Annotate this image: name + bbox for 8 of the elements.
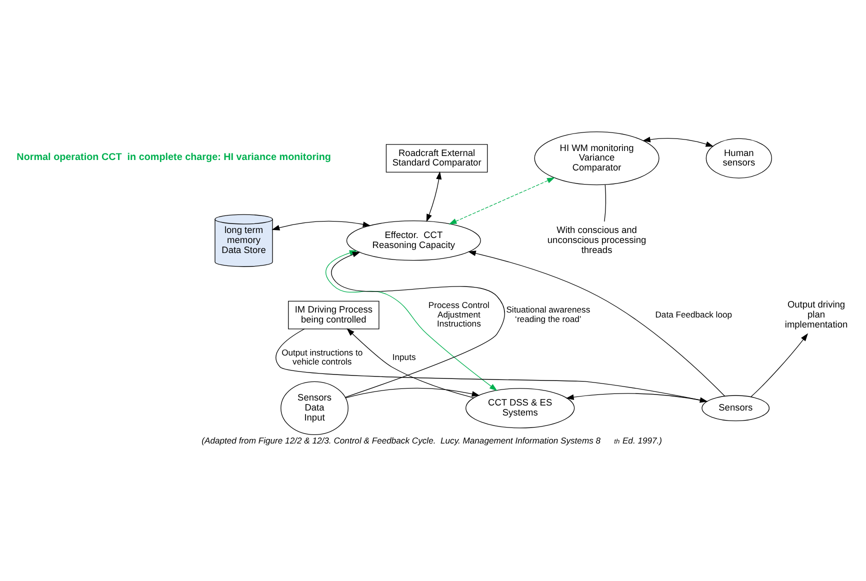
edge-label: Situational awareness ‘reading the road’ <box>506 304 590 324</box>
edge-label: Process Control Adjustment Instructions <box>428 300 490 329</box>
node-text: With conscious and unconscious processing threads <box>547 225 646 255</box>
node-text: Output driving plan implementation <box>784 300 848 330</box>
edge-label: Data Feedback loop <box>655 309 732 320</box>
edge-label: Output instructions to vehicle controls <box>282 347 363 367</box>
label: Normal operation CCT in complete charge: HI variance monitoring <box>16 152 331 163</box>
edge-label: Inputs <box>392 352 416 362</box>
